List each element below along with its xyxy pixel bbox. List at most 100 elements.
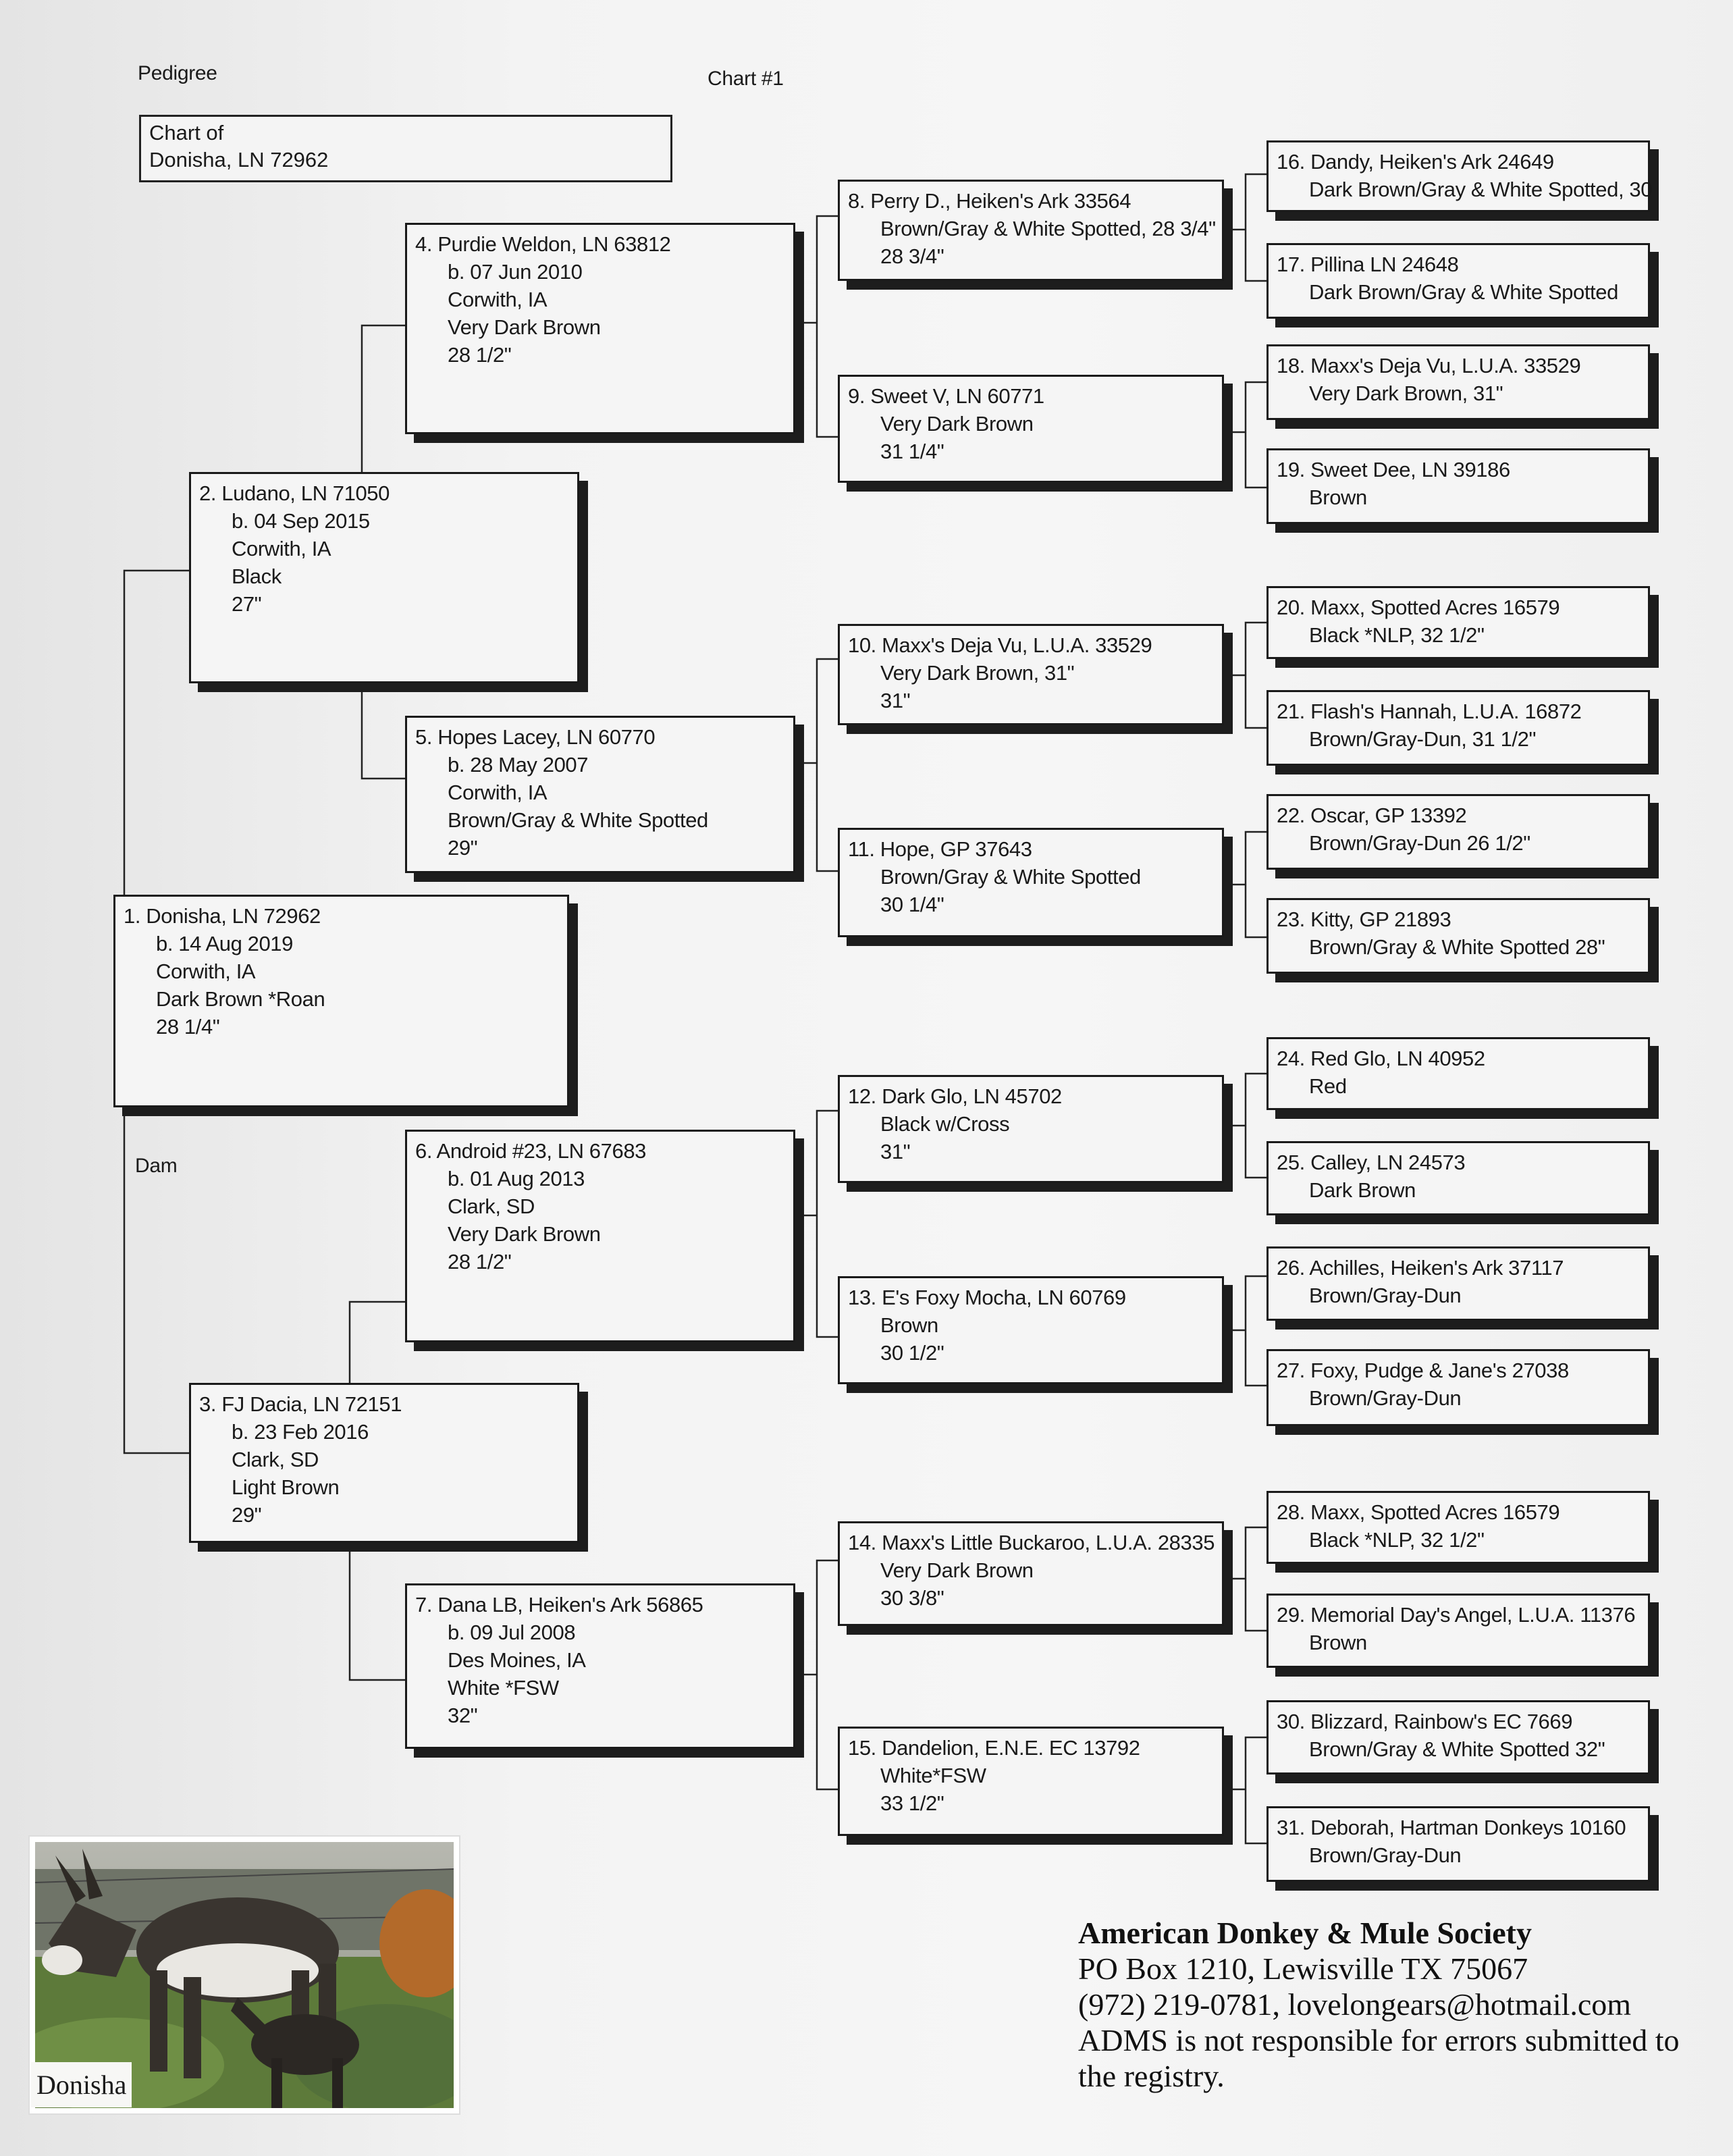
- animal-card-15: 15. Dandelion, E.N.E. EC 13792 White*FSW…: [838, 1727, 1224, 1836]
- animal-card-9: 9. Sweet V, LN 60771 Very Dark Brown 31 …: [838, 375, 1224, 483]
- disclaimer-line-2: the registry.: [1078, 2059, 1225, 2093]
- animal-name: 4. Purdie Weldon, LN 63812: [415, 232, 671, 256]
- animal-height: 28 1/4": [156, 1015, 220, 1038]
- animal-card-26: 26. Achilles, Heiken's Ark 37117 Brown/G…: [1267, 1246, 1650, 1321]
- animal-color: Very Dark Brown: [880, 1558, 1034, 1582]
- animal-name: 26. Achilles, Heiken's Ark 37117: [1277, 1256, 1564, 1280]
- animal-name: 6. Android #23, LN 67683: [415, 1139, 647, 1163]
- animal-name: 7. Dana LB, Heiken's Ark 56865: [415, 1593, 703, 1616]
- animal-detail: Dark Brown/Gray & White Spotted: [1309, 280, 1618, 304]
- animal-name: 10. Maxx's Deja Vu, L.U.A. 33529: [848, 633, 1152, 657]
- animal-detail: Black *NLP, 32 1/2": [1309, 623, 1485, 647]
- animal-color: Brown/Gray & White Spotted: [448, 808, 708, 832]
- animal-place: Des Moines, IA: [448, 1648, 586, 1672]
- animal-card-2: 2. Ludano, LN 71050 b. 04 Sep 2015 Corwi…: [189, 472, 579, 683]
- animal-name: 28. Maxx, Spotted Acres 16579: [1277, 1500, 1560, 1524]
- animal-name: 9. Sweet V, LN 60771: [848, 384, 1044, 408]
- animal-place: Clark, SD: [448, 1194, 535, 1218]
- photo-caption: Donisha: [31, 2062, 132, 2107]
- animal-card-5: 5. Hopes Lacey, LN 60770 b. 28 May 2007 …: [405, 716, 795, 873]
- animal-name: 20. Maxx, Spotted Acres 16579: [1277, 596, 1560, 619]
- animal-name: 27. Foxy, Pudge & Jane's 27038: [1277, 1359, 1569, 1382]
- animal-detail: Dark Brown: [1309, 1178, 1416, 1202]
- animal-card-30: 30. Blizzard, Rainbow's EC 7669 Brown/Gr…: [1267, 1700, 1650, 1774]
- animal-color: Very Dark Brown: [448, 315, 601, 339]
- animal-height: 31": [880, 1140, 911, 1163]
- animal-name: 22. Oscar, GP 13392: [1277, 804, 1467, 827]
- chart-of-box: Chart of Donisha, LN 72962: [139, 115, 672, 182]
- animal-name: 13. E's Foxy Mocha, LN 60769: [848, 1286, 1126, 1309]
- chart-of-subject: Donisha, LN 72962: [149, 148, 329, 172]
- animal-detail: Red: [1309, 1074, 1347, 1098]
- animal-height: 32": [448, 1704, 478, 1727]
- animal-height: 33 1/2": [880, 1791, 944, 1815]
- animal-color: Brown: [880, 1313, 938, 1337]
- animal-name: 8. Perry D., Heiken's Ark 33564: [848, 189, 1131, 213]
- animal-card-27: 27. Foxy, Pudge & Jane's 27038 Brown/Gra…: [1267, 1349, 1650, 1426]
- animal-height: 28 1/2": [448, 343, 512, 367]
- animal-birth: b. 04 Sep 2015: [232, 509, 370, 533]
- animal-card-25: 25. Calley, LN 24573 Dark Brown: [1267, 1141, 1650, 1215]
- animal-height: 29": [448, 836, 478, 860]
- animal-card-12: 12. Dark Glo, LN 45702 Black w/Cross 31": [838, 1075, 1224, 1183]
- animal-name: 23. Kitty, GP 21893: [1277, 908, 1451, 931]
- animal-card-31: 31. Deborah, Hartman Donkeys 10160 Brown…: [1267, 1806, 1650, 1882]
- animal-name: 21. Flash's Hannah, L.U.A. 16872: [1277, 700, 1582, 723]
- pedigree-label: Pedigree: [138, 62, 217, 84]
- animal-detail: Very Dark Brown, 31": [1309, 382, 1503, 405]
- animal-name: 19. Sweet Dee, LN 39186: [1277, 458, 1510, 481]
- animal-detail: Brown/Gray-Dun: [1309, 1284, 1462, 1307]
- animal-height: 31": [880, 689, 911, 712]
- animal-birth: b. 28 May 2007: [448, 753, 589, 777]
- chart-of-label: Chart of: [149, 121, 224, 144]
- animal-name: 3. FJ Dacia, LN 72151: [199, 1392, 402, 1416]
- animal-height: 31 1/4": [880, 440, 944, 463]
- animal-color: Very Dark Brown: [880, 412, 1034, 436]
- animal-name: 24. Red Glo, LN 40952: [1277, 1047, 1485, 1070]
- animal-name: 2. Ludano, LN 71050: [199, 481, 390, 505]
- animal-height: 30 1/4": [880, 893, 944, 916]
- animal-height: 30 1/2": [880, 1341, 944, 1365]
- animal-name: 25. Calley, LN 24573: [1277, 1151, 1466, 1174]
- animal-detail: Brown: [1309, 485, 1367, 509]
- animal-birth: b. 23 Feb 2016: [232, 1420, 369, 1444]
- animal-name: 11. Hope, GP 37643: [848, 837, 1032, 861]
- animal-card-1: 1. Donisha, LN 72962 b. 14 Aug 2019 Corw…: [113, 895, 569, 1107]
- animal-color: Black w/Cross: [880, 1112, 1010, 1136]
- animal-detail: Brown/Gray & White Spotted 28": [1309, 935, 1605, 959]
- animal-height: 30 3/8": [880, 1586, 944, 1610]
- animal-card-10: 10. Maxx's Deja Vu, L.U.A. 33529 Very Da…: [838, 624, 1224, 725]
- animal-card-28: 28. Maxx, Spotted Acres 16579 Black *NLP…: [1267, 1491, 1650, 1564]
- animal-card-20: 20. Maxx, Spotted Acres 16579 Black *NLP…: [1267, 586, 1650, 659]
- animal-place: Corwith, IA: [448, 781, 548, 804]
- animal-card-18: 18. Maxx's Deja Vu, L.U.A. 33529 Very Da…: [1267, 344, 1650, 420]
- animal-card-16: 16. Dandy, Heiken's Ark 24649 Dark Brown…: [1267, 140, 1653, 212]
- animal-card-21: 21. Flash's Hannah, L.U.A. 16872 Brown/G…: [1267, 690, 1650, 766]
- animal-place: Corwith, IA: [156, 959, 256, 983]
- animal-name: 17. Pillina LN 24648: [1277, 253, 1459, 276]
- animal-card-23: 23. Kitty, GP 21893 Brown/Gray & White S…: [1267, 898, 1650, 974]
- animal-color: Black: [232, 564, 282, 588]
- animal-card-19: 19. Sweet Dee, LN 39186 Brown: [1267, 448, 1650, 524]
- animal-color: Light Brown: [232, 1475, 340, 1499]
- animal-detail: Brown/Gray-Dun, 31 1/2": [1309, 727, 1537, 751]
- animal-place: Corwith, IA: [448, 288, 548, 311]
- animal-height: 28 3/4": [880, 244, 944, 268]
- animal-color: White*FSW: [880, 1764, 986, 1787]
- animal-color: Brown/Gray & White Spotted, 28 3/4": [880, 217, 1216, 240]
- animal-card-24: 24. Red Glo, LN 40952 Red: [1267, 1037, 1650, 1110]
- animal-name: 14. Maxx's Little Buckaroo, L.U.A. 28335: [848, 1531, 1215, 1554]
- animal-card-14: 14. Maxx's Little Buckaroo, L.U.A. 28335…: [838, 1521, 1224, 1626]
- animal-color: Brown/Gray & White Spotted: [880, 865, 1141, 889]
- animal-place: Corwith, IA: [232, 537, 331, 560]
- animal-detail: Brown: [1309, 1631, 1367, 1654]
- animal-card-3: 3. FJ Dacia, LN 72151 b. 23 Feb 2016 Cla…: [189, 1383, 579, 1543]
- animal-name: 5. Hopes Lacey, LN 60770: [415, 725, 656, 749]
- animal-card-8: 8. Perry D., Heiken's Ark 33564 Brown/Gr…: [838, 180, 1224, 281]
- animal-height: 28 1/2": [448, 1250, 512, 1273]
- animal-card-29: 29. Memorial Day's Angel, L.U.A. 11376 B…: [1267, 1594, 1650, 1668]
- animal-card-17: 17. Pillina LN 24648 Dark Brown/Gray & W…: [1267, 243, 1650, 319]
- animal-detail: Dark Brown/Gray & White Spotted, 30: [1309, 178, 1653, 201]
- animal-name: 29. Memorial Day's Angel, L.U.A. 11376: [1277, 1603, 1636, 1627]
